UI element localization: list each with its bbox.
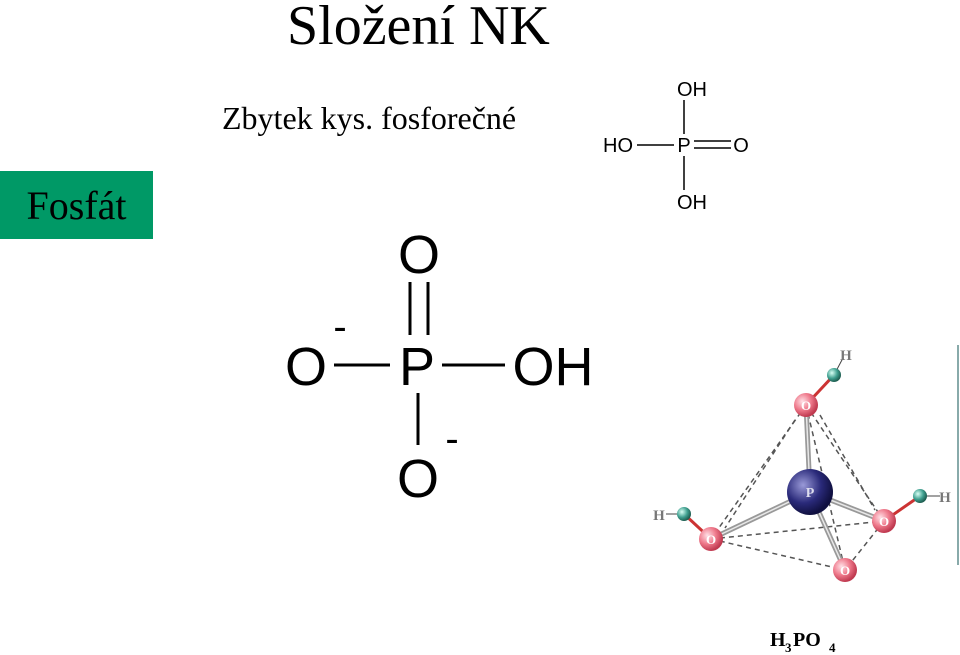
oxygen-atom-top [794,393,818,417]
oxygen-atom-left [699,527,723,551]
oxygen-label-top: O [801,398,811,413]
fosfat-label: Fosfát [26,182,127,228]
phosphoric-acid-3d-model: P O O O O H H H H 3 PO 4 [653,345,959,655]
slide-title: Složení NK [287,0,550,57]
formula-h-count: 3 [785,640,792,655]
formula-h: H [770,629,786,651]
phosphate-top-oxygen: O [398,225,440,285]
acid-right-oxygen: O [733,135,749,157]
oxygen-atom-bottom [833,558,857,582]
hydrogen-label-right: H [939,490,951,506]
hydrogen-ball-top [827,368,841,382]
acid-bottom-group: OH [677,192,707,214]
hydrogen-ball-right [913,489,927,503]
oxygen-label-left: O [706,532,716,547]
phosphate-left-charge: - [333,305,346,349]
phosphate-phosphorus: P [399,337,435,397]
acid-top-group: OH [677,79,707,101]
hydrogen-label-left: H [653,508,665,524]
hydrogen-label-top: H [840,348,852,364]
fosfat-label-box: Fosfát [0,171,153,239]
oxygen-atom-right [872,509,896,533]
acid-left-group: HO [603,135,633,157]
oxygen-label-bottom: O [840,563,850,578]
phosphate-bottom-oxygen: O [397,449,439,509]
acid-phosphorus: P [677,135,690,157]
model-formula: H 3 PO 4 [770,629,836,655]
oxygen-label-right: O [879,514,889,529]
slide-subtitle: Zbytek kys. fosforečné [222,100,517,136]
phosphorus-atom-label: P [806,486,815,501]
phosphate-right-group: OH [513,337,594,397]
formula-o-count: 4 [829,640,836,655]
phosphate-bottom-charge: - [445,417,458,461]
phosphate-left-oxygen: O [285,337,327,397]
hydrogen-ball-left [677,507,691,521]
phosphorus-atom [787,469,833,515]
phosphoric-acid-diagram: OH HO P O OH [603,79,749,214]
formula-po: PO [793,629,821,651]
